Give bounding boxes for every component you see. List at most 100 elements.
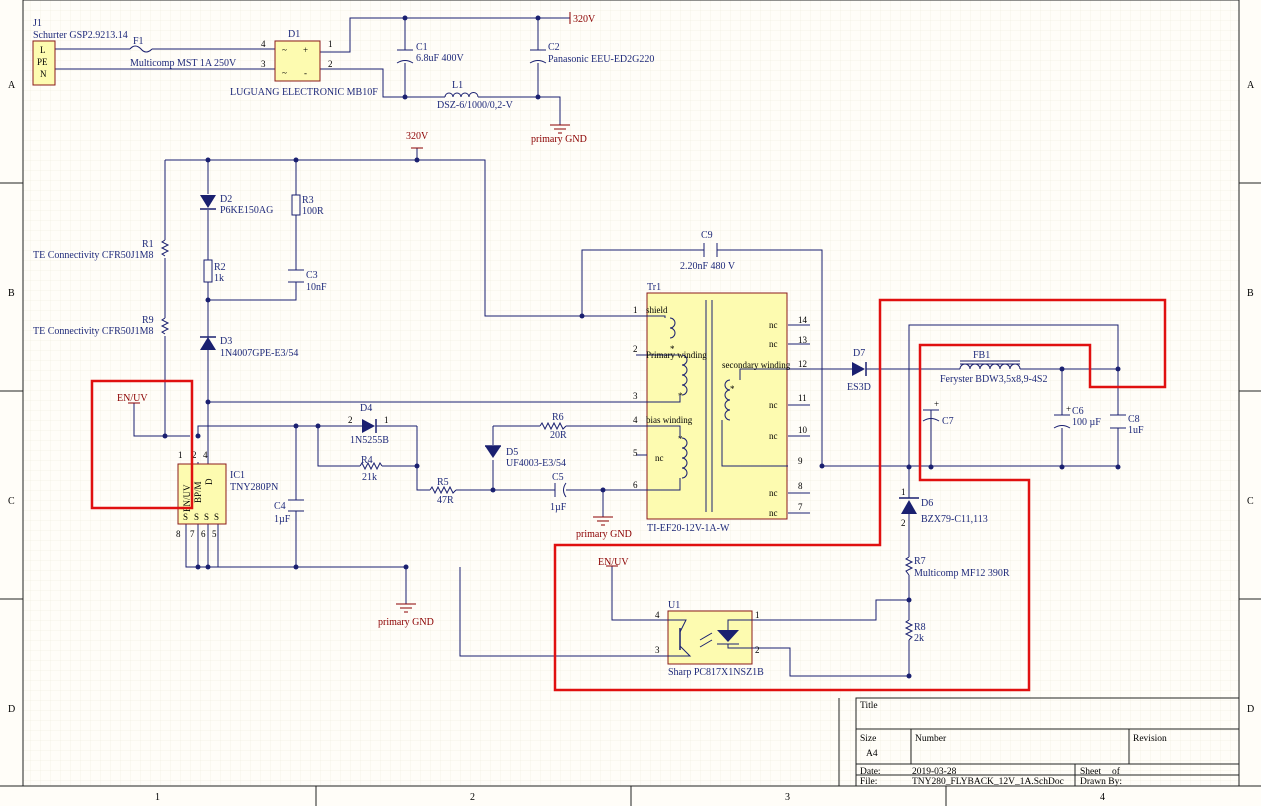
resistor-r3[interactable]: R3 100R bbox=[291, 194, 324, 217]
resistor-r4[interactable]: R4 21k bbox=[359, 455, 383, 483]
optocoupler-u1[interactable]: U1 Sharp PC817X1NSZ1B 4 3 1 2 bbox=[655, 600, 764, 678]
diode-d3[interactable]: D3 1N4007GPE-E3/54 bbox=[200, 336, 298, 359]
zone-row-d-left: D bbox=[8, 704, 15, 715]
resistor-r9[interactable]: R9 TE Connectivity CFR50J1M8 bbox=[33, 315, 170, 337]
ic1-ref: IC1 bbox=[230, 470, 245, 481]
d2-value: P6KE150AG bbox=[220, 205, 273, 216]
r3-ref: R3 bbox=[302, 195, 314, 206]
d1-pin-3: 3 bbox=[261, 59, 266, 69]
title-block bbox=[838, 697, 1240, 787]
ic1-value: TNY280PN bbox=[230, 482, 278, 493]
ground-symbol-b: primary GND bbox=[576, 516, 632, 540]
ic1-tny280pn[interactable]: IC1 TNY280PN 1 2 4 8 7 6 5 EN/UV BP/M D … bbox=[176, 450, 278, 539]
fb1-value: Feryster BDW3,5x8,9-4S2 bbox=[940, 374, 1048, 385]
d5-ref: D5 bbox=[506, 447, 518, 458]
svg-text:+: + bbox=[303, 45, 308, 55]
r5-ref: R5 bbox=[437, 477, 449, 488]
capacitor-c4[interactable]: C4 1µF bbox=[274, 499, 304, 525]
zone-col-1: 1 bbox=[155, 792, 160, 803]
ic1-label-bpm: BP/M bbox=[193, 481, 203, 503]
r8-value: 2k bbox=[914, 633, 924, 644]
ferrite-bead-fb1[interactable]: FB1 Feryster BDW3,5x8,9-4S2 bbox=[940, 350, 1048, 385]
zone-col-2: 2 bbox=[470, 792, 475, 803]
d3-ref: D3 bbox=[220, 336, 232, 347]
inductor-l1[interactable]: L1 DSZ-6/1000/0,2-V bbox=[437, 80, 514, 111]
ic1-label-s3: S bbox=[204, 512, 209, 522]
capacitor-c3[interactable]: C3 10nF bbox=[288, 269, 327, 293]
d1-pin-2: 2 bbox=[328, 59, 333, 69]
capacitor-c9[interactable]: C9 2.20nF 480 V bbox=[680, 230, 736, 272]
ground-symbol-c: primary GND bbox=[378, 603, 434, 628]
net-enuv-right: EN/UV bbox=[598, 557, 629, 568]
tr1-winding-secondary: secondary winding bbox=[722, 360, 791, 370]
bridge-rectifier-d1[interactable]: ~+ ~- D1 LUGUANG ELECTRONIC MB10F 4 3 1 … bbox=[230, 29, 378, 98]
u1-pin-2: 2 bbox=[755, 645, 760, 655]
connector-j1[interactable]: J1 Schurter GSP2.9213.14 L PE N bbox=[32, 18, 128, 86]
sheet-border bbox=[22, 0, 1240, 787]
f1-value: Multicomp MST 1A 250V bbox=[130, 58, 237, 69]
tr1-pin-3: 3 bbox=[633, 391, 638, 401]
capacitor-c7[interactable]: + C7 bbox=[922, 399, 954, 427]
diode-d7[interactable]: D7 ES3D bbox=[847, 348, 871, 393]
tb-revision-label: Revision bbox=[1133, 734, 1167, 744]
capacitor-c2[interactable]: C2 Panasonic EEU-ED2G220 bbox=[529, 42, 654, 65]
fuse-f1[interactable]: F1 Multicomp MST 1A 250V bbox=[129, 36, 237, 69]
r4-ref: R4 bbox=[361, 455, 373, 466]
tb-file-value: TNY280_FLYBACK_12V_1A.SchDoc bbox=[912, 777, 1064, 787]
tr1-pin-8: 8 bbox=[798, 481, 803, 491]
d6-value: BZX79-C11,113 bbox=[921, 514, 988, 525]
tr1-pin-1: 1 bbox=[633, 305, 638, 315]
resistor-r8[interactable]: R8 2k bbox=[904, 619, 926, 644]
zone-row-a-right: A bbox=[1247, 80, 1255, 91]
svg-text:~: ~ bbox=[282, 45, 287, 55]
svg-text:*: * bbox=[670, 344, 675, 354]
highlight-feedback-loop bbox=[553, 298, 1167, 692]
capacitor-c5[interactable]: C5 1µF bbox=[550, 472, 567, 513]
c4-value: 1µF bbox=[274, 514, 291, 525]
c7-ref: C7 bbox=[942, 416, 954, 427]
ic1-label-s1: S bbox=[183, 512, 188, 522]
r1-ref: R1 bbox=[142, 239, 154, 250]
tr1-pin-4: 4 bbox=[633, 415, 638, 425]
junctions bbox=[162, 15, 1121, 679]
u1-pin-3: 3 bbox=[655, 645, 660, 655]
d1-ref: D1 bbox=[288, 29, 300, 40]
tb-size-label: Size bbox=[860, 734, 876, 744]
diode-d5[interactable]: D5 UF4003-E3/54 bbox=[485, 445, 566, 469]
c3-ref: C3 bbox=[306, 270, 318, 281]
d2-ref: D2 bbox=[220, 194, 232, 205]
svg-text:+: + bbox=[1066, 404, 1071, 414]
j1-pin-pe: PE bbox=[37, 57, 48, 67]
tr1-pin-10: 10 bbox=[798, 425, 808, 435]
zener-diode-d4[interactable]: D4 1N5255B 2 1 bbox=[348, 403, 389, 446]
capacitor-c6[interactable]: + C6 100 µF bbox=[1053, 404, 1101, 429]
capacitor-c1[interactable]: C1 6.8uF 400V bbox=[396, 42, 465, 64]
d1-pin-1: 1 bbox=[328, 39, 333, 49]
d5-value: UF4003-E3/54 bbox=[506, 458, 566, 469]
resistor-r5[interactable]: R5 47R bbox=[429, 477, 457, 506]
r7-value: Multicomp MF12 390R bbox=[914, 568, 1010, 579]
r8-ref: R8 bbox=[914, 622, 926, 633]
zone-labels: A B C D A B C D 1 2 3 4 bbox=[8, 80, 1255, 803]
ic1-pin-8: 8 bbox=[176, 529, 181, 539]
tr1-pin-5: 5 bbox=[633, 448, 638, 458]
c8-ref: C8 bbox=[1128, 414, 1140, 425]
r2-value: 1k bbox=[214, 273, 224, 284]
resistor-r2[interactable]: R2 1k bbox=[203, 259, 226, 284]
tr1-winding-shield: shield bbox=[646, 305, 668, 315]
tvs-diode-d2[interactable]: D2 P6KE150AG bbox=[200, 194, 273, 216]
j1-ref: J1 bbox=[33, 18, 42, 29]
resistor-r7[interactable]: R7 Multicomp MF12 390R bbox=[904, 556, 1010, 579]
r7-ref: R7 bbox=[914, 556, 926, 567]
resistor-r6[interactable]: R6 20R bbox=[539, 412, 567, 441]
ground-symbol-a: primary GND bbox=[531, 124, 587, 145]
tb-size-value: A4 bbox=[866, 749, 878, 759]
capacitor-c8[interactable]: C8 1uF bbox=[1110, 414, 1144, 436]
svg-text:primary GND: primary GND bbox=[576, 529, 632, 540]
transformer-tr1[interactable]: Tr1 TI-EF20-12V-1A-W * * * * shield Prim… bbox=[633, 282, 810, 534]
resistor-r1[interactable]: R1 TE Connectivity CFR50J1M8 bbox=[33, 239, 170, 261]
tr1-pin-13: 13 bbox=[798, 335, 808, 345]
c6-value: 100 µF bbox=[1072, 417, 1101, 428]
zener-diode-d6[interactable]: D6 BZX79-C11,113 1 2 bbox=[899, 487, 988, 528]
